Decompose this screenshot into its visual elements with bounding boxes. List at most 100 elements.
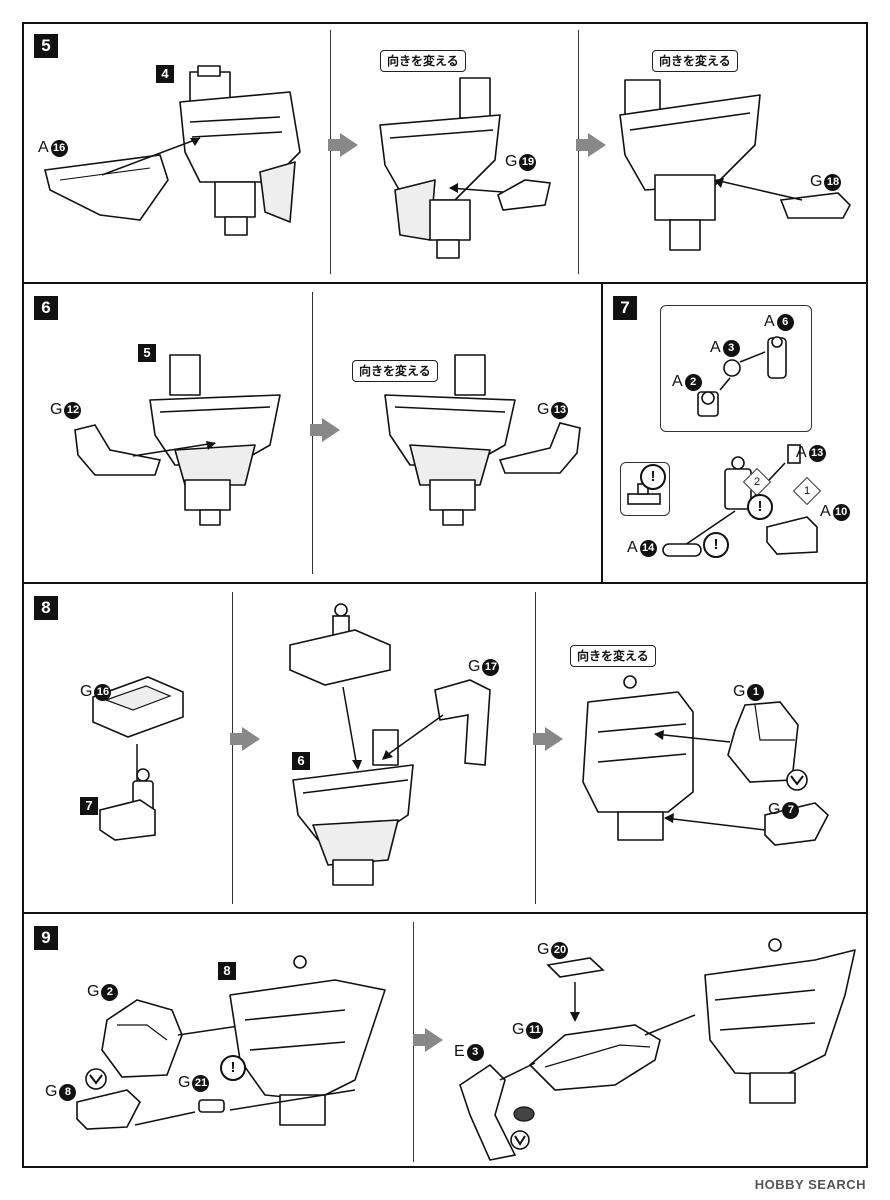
caution-icon: ! xyxy=(703,532,729,558)
runner-letter: G xyxy=(512,1021,525,1038)
part-number: 3 xyxy=(722,340,740,357)
part-number: 3 xyxy=(466,1044,484,1061)
part-number: 7 xyxy=(782,802,800,819)
runner-letter: E xyxy=(454,1043,465,1060)
chest-block-part xyxy=(92,676,184,738)
assembly-arrow xyxy=(342,686,362,770)
runner-letter: G xyxy=(537,401,550,418)
panel-divider xyxy=(232,592,233,904)
caution-icon: ! xyxy=(220,1055,246,1081)
joint-parts xyxy=(697,336,787,417)
runner-letter: G xyxy=(768,801,781,818)
assembly-arrow xyxy=(449,183,504,193)
torso-assembly xyxy=(704,938,856,1104)
shoulder-block-part xyxy=(766,516,818,555)
runner-letter: G xyxy=(733,683,746,700)
paint-color-icon xyxy=(510,1106,535,1150)
step-number: 9 xyxy=(34,926,58,950)
flow-arrow-icon xyxy=(310,418,340,442)
part-number: 17 xyxy=(482,659,500,676)
subassembly-ref: 8 xyxy=(218,962,236,980)
assembly-arrow xyxy=(499,1062,536,1081)
instruction-sheet-frame xyxy=(22,22,868,1168)
part-number: 6 xyxy=(776,314,794,331)
assembly-arrow xyxy=(664,813,766,831)
torso-assembly-rotated xyxy=(384,354,516,526)
order-number: 1 xyxy=(803,485,811,497)
flow-arrow-icon xyxy=(230,727,260,751)
torso-assembly xyxy=(292,729,414,886)
step-number: 7 xyxy=(613,296,637,320)
torso-assembly xyxy=(229,955,386,1126)
part-number: 13 xyxy=(808,445,826,462)
caution-icon: ! xyxy=(640,464,666,490)
flow-arrow-icon xyxy=(576,133,606,157)
order-number: 2 xyxy=(753,476,761,488)
thruster-part xyxy=(459,1063,517,1161)
panel-divider xyxy=(578,30,579,274)
torso-assembly xyxy=(179,65,301,236)
part-number: 2 xyxy=(101,984,119,1001)
runner-letter: A xyxy=(710,339,721,356)
backpack-unit xyxy=(528,1024,661,1091)
part-number: 8 xyxy=(59,1084,77,1101)
flow-arrow-icon xyxy=(533,727,563,751)
rotate-tooltip: 向きを変える xyxy=(652,50,738,72)
panel-divider xyxy=(535,592,536,904)
watermark: HOBBY SEARCH xyxy=(754,1177,866,1192)
runner-letter: G xyxy=(80,683,93,700)
assembly-arrow xyxy=(132,441,216,457)
runner-letter: G xyxy=(810,173,823,190)
rotate-tooltip: 向きを変える xyxy=(352,360,438,382)
torso-assembly-rotated xyxy=(619,79,761,251)
part-number: 13 xyxy=(551,402,569,419)
flow-arrow-icon xyxy=(328,133,358,157)
shoulder-armor-icon xyxy=(85,1068,107,1090)
part-number: 14 xyxy=(639,540,657,557)
rotate-tooltip: 向きを変える xyxy=(570,645,656,667)
assembly-arrow xyxy=(382,714,444,760)
runner-letter: G xyxy=(45,1083,58,1100)
runner-letter: G xyxy=(50,401,63,418)
hip-armor-part xyxy=(764,802,829,846)
part-number: 16 xyxy=(50,140,68,157)
runner-letter: A xyxy=(764,313,775,330)
shoulder-armor-icon xyxy=(786,769,808,791)
runner-letter: G xyxy=(87,983,100,1000)
part-number: 21 xyxy=(192,1075,210,1092)
shoulder-armor-part xyxy=(101,999,183,1078)
side-armor-part xyxy=(497,179,551,211)
part-number: 19 xyxy=(519,154,537,171)
part-number: 20 xyxy=(551,942,569,959)
assembly-arrow xyxy=(570,982,580,1022)
subassembly-ref: 6 xyxy=(292,752,310,770)
back-pack-part xyxy=(434,679,491,766)
part-number: 11 xyxy=(526,1022,544,1039)
runner-letter: G xyxy=(505,153,518,170)
link-part xyxy=(662,543,702,557)
caution-icon: ! xyxy=(747,494,773,520)
step-number: 6 xyxy=(34,296,58,320)
section-divider xyxy=(22,582,868,584)
assembly-arrow xyxy=(101,137,201,176)
connector-part xyxy=(198,1099,225,1113)
assembly-arrow xyxy=(654,730,731,743)
subassembly-ref: 7 xyxy=(80,797,98,815)
torso-assembly-rotated xyxy=(379,77,501,259)
waist-armor-part xyxy=(74,424,162,476)
